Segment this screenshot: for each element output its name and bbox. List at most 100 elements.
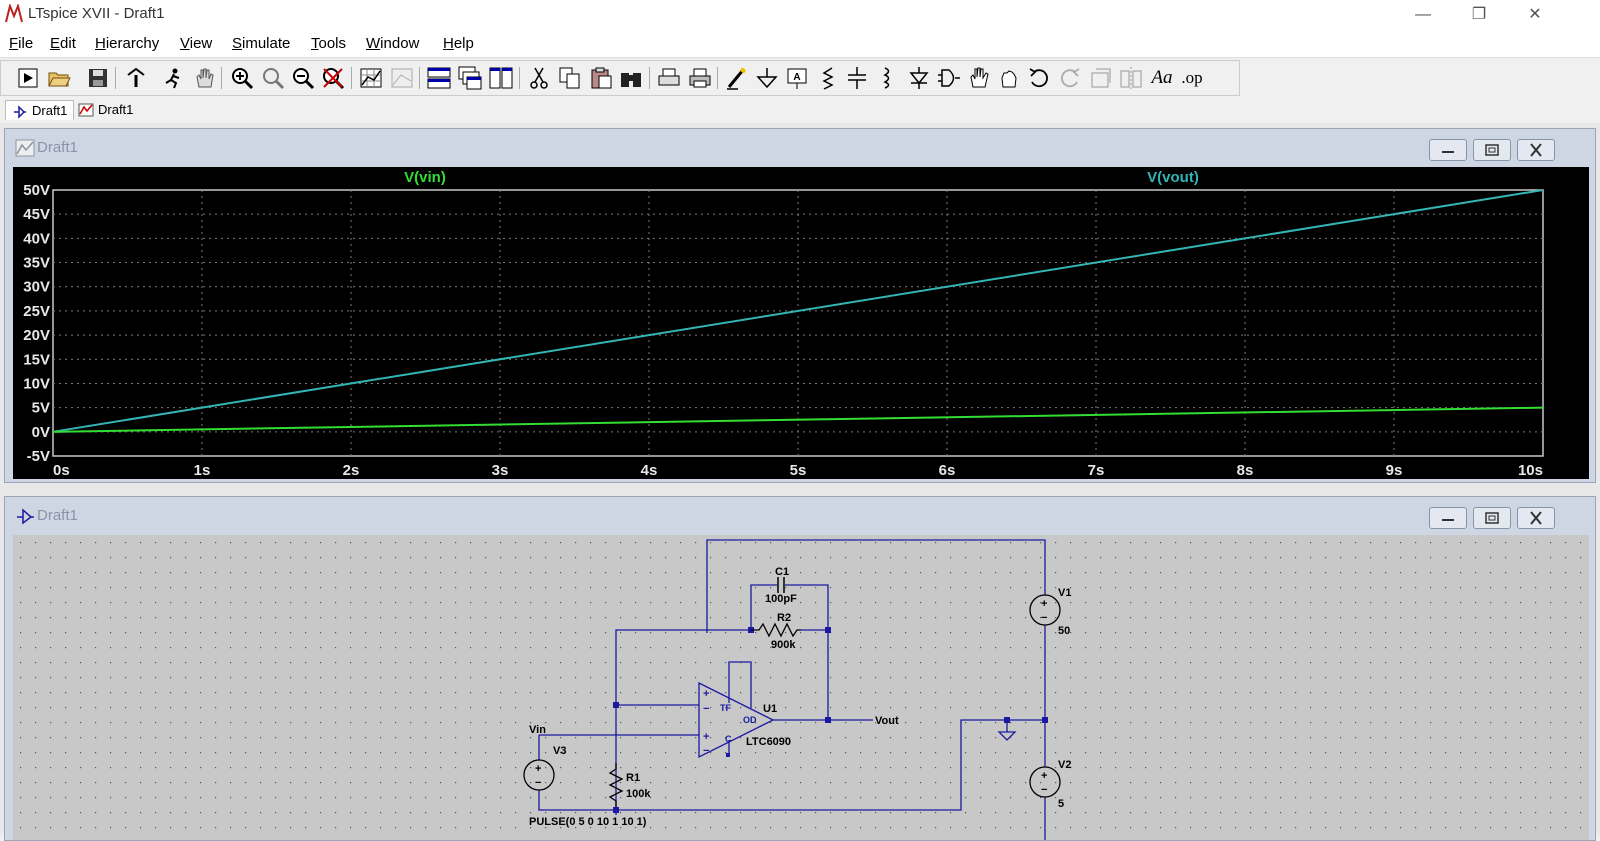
undo-icon[interactable]: [1026, 65, 1052, 91]
spice-directive-icon[interactable]: .op: [1181, 68, 1203, 87]
redo-icon[interactable]: [1057, 65, 1083, 91]
x-tick-label: 7s: [1088, 462, 1105, 479]
y-tick-label: 30V: [23, 279, 50, 296]
menu-help[interactable]: Help: [443, 35, 474, 52]
v3-value: PULSE(0 5 0 10 1 10 1): [529, 816, 647, 828]
c1-value: 100pF: [765, 593, 797, 605]
halt-icon[interactable]: [161, 65, 187, 91]
waveform-icon: [15, 139, 35, 157]
tile-vertical-icon[interactable]: [488, 65, 514, 91]
y-tick-label: 10V: [23, 375, 50, 392]
capacitor-c1[interactable]: [777, 577, 785, 593]
svg-text:+: +: [1041, 770, 1047, 782]
x-tick-label: 3s: [492, 462, 509, 479]
trace-vout[interactable]: [52, 189, 1544, 433]
move-icon[interactable]: [966, 65, 992, 91]
document-tabs: Draft1 Draft1: [0, 98, 1600, 122]
waveform-window-titlebar[interactable]: Draft1: [5, 129, 1595, 165]
control-panel-icon[interactable]: [123, 65, 149, 91]
pan-icon[interactable]: [191, 65, 217, 91]
close-button[interactable]: ✕: [1528, 6, 1542, 23]
y-tick-label: 0V: [32, 424, 50, 441]
restore-button[interactable]: ❐: [1471, 6, 1487, 23]
minimize-button[interactable]: —: [1415, 6, 1431, 23]
component-icon[interactable]: [936, 65, 962, 91]
waveform-minimize-button[interactable]: [1429, 139, 1467, 161]
svg-text:+: +: [535, 763, 541, 775]
opamp-u1[interactable]: + − + − TF OD C: [698, 681, 775, 759]
schematic-close-button[interactable]: [1517, 507, 1555, 529]
window-title: LTspice XVII - Draft1: [28, 5, 165, 22]
zoom-area-icon[interactable]: [260, 65, 286, 91]
schematic-icon: [17, 508, 34, 525]
print-setup-icon[interactable]: [656, 65, 682, 91]
save-icon[interactable]: [85, 65, 111, 91]
voltage-source-v3[interactable]: + −: [523, 759, 555, 791]
mirror-icon[interactable]: [1118, 65, 1144, 91]
v2-value: 5: [1058, 798, 1064, 810]
cut-icon[interactable]: [526, 65, 552, 91]
capacitor-icon[interactable]: [844, 65, 870, 91]
diode-icon[interactable]: [906, 65, 932, 91]
run-icon[interactable]: [15, 65, 41, 91]
schematic-window: Draft1: [4, 496, 1596, 841]
svg-text:−: −: [1041, 612, 1047, 624]
autorange-icon[interactable]: [358, 65, 384, 91]
u1-value: LTC6090: [746, 736, 791, 748]
paste-icon[interactable]: [588, 65, 614, 91]
find-icon[interactable]: [618, 65, 644, 91]
schematic-minimize-button[interactable]: [1429, 507, 1467, 529]
zoom-out-icon[interactable]: [290, 65, 316, 91]
voltage-source-v1[interactable]: + −: [1029, 594, 1061, 626]
waveform-maximize-button[interactable]: [1473, 139, 1511, 161]
voltage-source-v2[interactable]: + −: [1029, 766, 1061, 798]
menu-simulate[interactable]: Simulate: [232, 35, 291, 52]
legend-vin[interactable]: V(vin): [404, 169, 446, 186]
trace-vin[interactable]: [52, 406, 1544, 433]
open-icon[interactable]: [46, 65, 72, 91]
menu-bar: File Edit Hierarchy View Simulate Tools …: [0, 30, 1600, 58]
resistor-icon[interactable]: [814, 65, 840, 91]
rotate-icon[interactable]: [1088, 65, 1114, 91]
svg-text:+: +: [703, 688, 709, 700]
x-tick-label: 1s: [194, 462, 211, 479]
schematic-canvas[interactable]: + − + − TF OD C U1 LTC6090 C1 100pF: [13, 535, 1589, 840]
waveform-close-button[interactable]: [1517, 139, 1555, 161]
legend-vout[interactable]: V(vout): [1147, 169, 1199, 186]
text-icon[interactable]: Aa: [1151, 67, 1173, 88]
menu-window[interactable]: Window: [366, 35, 420, 52]
blank-plot-icon[interactable]: [389, 65, 415, 91]
label-net-icon[interactable]: A: [784, 65, 810, 91]
schematic-maximize-button[interactable]: [1473, 507, 1511, 529]
zoom-cancel-icon[interactable]: [320, 65, 346, 91]
toolbar: A Aa .op: [0, 60, 1240, 96]
schematic-window-titlebar[interactable]: Draft1: [5, 497, 1595, 533]
x-tick-label: 2s: [343, 462, 360, 479]
wire-icon[interactable]: [724, 65, 750, 91]
y-tick-label: 5V: [32, 400, 50, 417]
cascade-icon[interactable]: [457, 65, 483, 91]
tile-horizontal-icon[interactable]: [426, 65, 452, 91]
x-tick-label: 10s: [1518, 462, 1543, 479]
menu-view[interactable]: View: [180, 35, 213, 52]
x-tick-label: 4s: [641, 462, 658, 479]
net-label-vin[interactable]: Vin: [529, 724, 546, 736]
menu-tools[interactable]: Tools: [311, 35, 347, 52]
resistor-r1[interactable]: [608, 763, 624, 807]
toolbar-separator: [717, 67, 718, 89]
zoom-in-icon[interactable]: [229, 65, 255, 91]
menu-file[interactable]: File: [9, 35, 34, 52]
copy-icon[interactable]: [557, 65, 583, 91]
resistor-r2[interactable]: [751, 622, 801, 638]
drag-icon[interactable]: [996, 65, 1022, 91]
tab-schematic-draft1[interactable]: Draft1: [5, 100, 75, 120]
ground-icon[interactable]: [754, 65, 780, 91]
inductor-icon[interactable]: [874, 65, 900, 91]
net-label-vout[interactable]: Vout: [875, 715, 899, 727]
menu-edit[interactable]: Edit: [50, 35, 76, 52]
print-icon[interactable]: [687, 65, 713, 91]
tab-waveform-draft1[interactable]: Draft1: [72, 100, 139, 120]
menu-hierarchy[interactable]: Hierarchy: [95, 35, 160, 52]
